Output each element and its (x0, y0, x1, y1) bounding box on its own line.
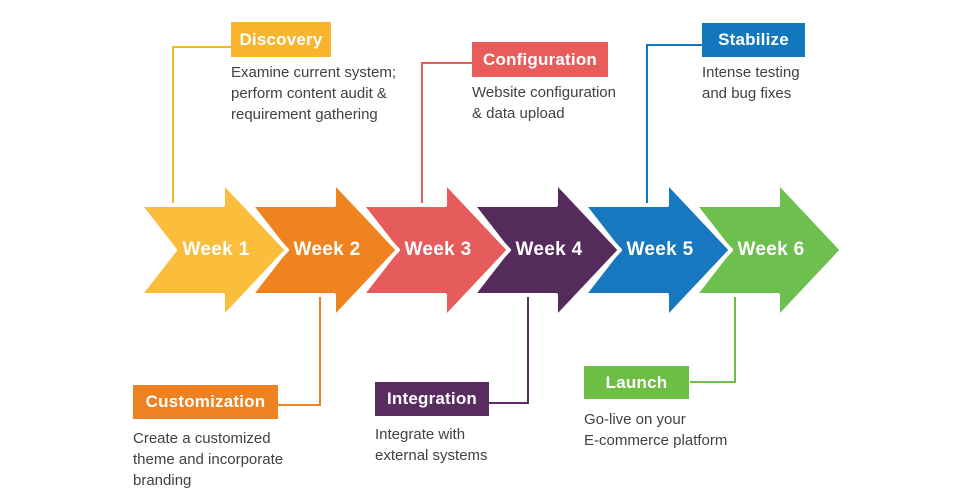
week-label-6: Week 6 (737, 239, 805, 260)
connector-configuration (421, 62, 472, 207)
week-label-4: Week 4 (515, 239, 583, 260)
connector-customization (278, 291, 321, 406)
callout-box-launch: Launch (584, 366, 689, 399)
week-label-2: Week 2 (293, 239, 361, 260)
callout-box-integration: Integration (375, 382, 489, 416)
connector-discovery (172, 46, 231, 207)
connector-integration (489, 291, 529, 404)
callout-box-customization: Customization (133, 385, 278, 419)
connector-stabilize (646, 44, 702, 207)
week-arrow-1 (138, 180, 289, 320)
description-customization: Create a customized theme and incorporat… (133, 430, 284, 489)
callout-box-discovery: Discovery (231, 22, 331, 57)
description-launch: Go-live on your E-commerce platform (584, 411, 728, 449)
callout-box-stabilize: Stabilize (702, 23, 805, 57)
week-label-1: Week 1 (182, 239, 250, 260)
description-configuration: Website configuration & data upload (472, 84, 616, 122)
callout-box-configuration: Configuration (472, 42, 608, 77)
connector-launch (690, 291, 736, 383)
week-label-5: Week 5 (626, 239, 694, 260)
week-label-3: Week 3 (404, 239, 472, 260)
description-discovery: Examine current system; perform content … (231, 64, 397, 123)
description-stabilize: Intense testing and bug fixes (702, 64, 800, 102)
description-integration: Integrate with external systems (375, 426, 488, 464)
